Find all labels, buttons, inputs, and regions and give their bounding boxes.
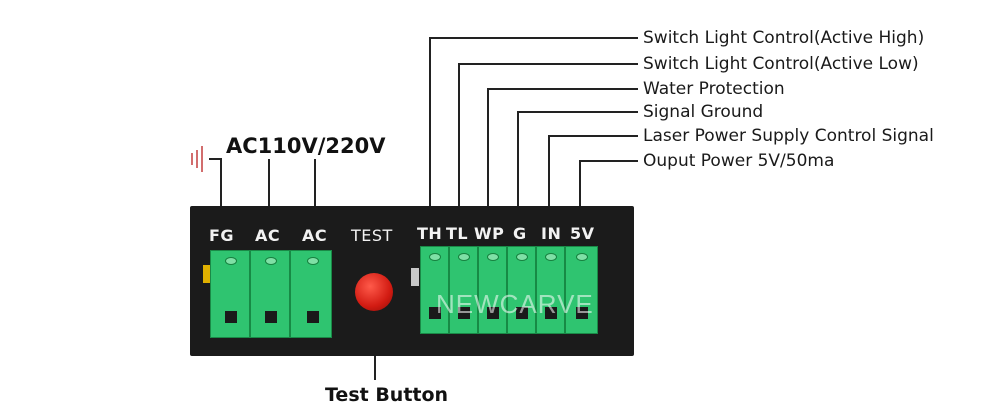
terminal-hole-wp <box>487 307 499 319</box>
power-input-title: AC110V/220V <box>226 134 386 158</box>
terminal-clip-right <box>411 268 419 286</box>
signal-label-5v: Ouput Power 5V/50ma <box>643 151 835 171</box>
panel-label-in: IN <box>541 224 562 243</box>
terminal-hole-g <box>516 307 528 319</box>
panel-label-ac2: AC <box>302 226 328 245</box>
terminal-hole-th <box>429 307 441 319</box>
panel-label-5v: 5V <box>570 224 595 243</box>
terminal-screw-g <box>516 253 528 261</box>
panel-label-tl: TL <box>446 224 469 243</box>
panel-label-g: G <box>513 224 527 243</box>
terminal-block-signal <box>420 246 598 334</box>
panel-label-fg: FG <box>209 226 235 245</box>
test-button[interactable] <box>355 273 393 311</box>
panel-label-wp: WP <box>474 224 505 243</box>
signal-label-in: Laser Power Supply Control Signal <box>643 126 934 146</box>
terminal-block-ac <box>210 250 332 338</box>
terminal-hole-in <box>545 307 557 319</box>
signal-label-th: Switch Light Control(Active High) <box>643 28 925 48</box>
signal-label-wp: Water Protection <box>643 79 785 99</box>
panel-label-test: TEST <box>351 226 393 245</box>
watermark-text: NEWCARVE <box>436 289 594 319</box>
terminal-hole-ac1 <box>265 311 277 323</box>
terminal-screw-5v <box>576 253 588 261</box>
terminal-screw-ac1 <box>265 257 277 265</box>
ground-symbol-icon <box>191 146 203 172</box>
leader-line-tl <box>458 63 638 232</box>
terminal-screw-wp <box>487 253 499 261</box>
terminal-clip-left <box>203 265 211 283</box>
terminal-screw-fg <box>225 257 237 265</box>
terminal-hole-tl <box>458 307 470 319</box>
leader-line-wp <box>487 88 638 232</box>
terminal-hole-fg <box>225 311 237 323</box>
terminal-screw-tl <box>458 253 470 261</box>
panel-label-th: TH <box>417 224 443 243</box>
test-button-caption: Test Button <box>325 384 449 406</box>
terminal-screw-ac2 <box>307 257 319 265</box>
terminal-screw-th <box>429 253 441 261</box>
terminal-hole-5v <box>576 307 588 319</box>
terminal-hole-ac2 <box>307 311 319 323</box>
leader-line-th <box>429 37 638 232</box>
signal-label-tl: Switch Light Control(Active Low) <box>643 54 919 74</box>
signal-label-g: Signal Ground <box>643 102 764 122</box>
terminal-screw-in <box>545 253 557 261</box>
panel-label-ac1: AC <box>255 226 281 245</box>
leader-line-g <box>517 111 638 232</box>
leader-line-in <box>548 135 638 232</box>
